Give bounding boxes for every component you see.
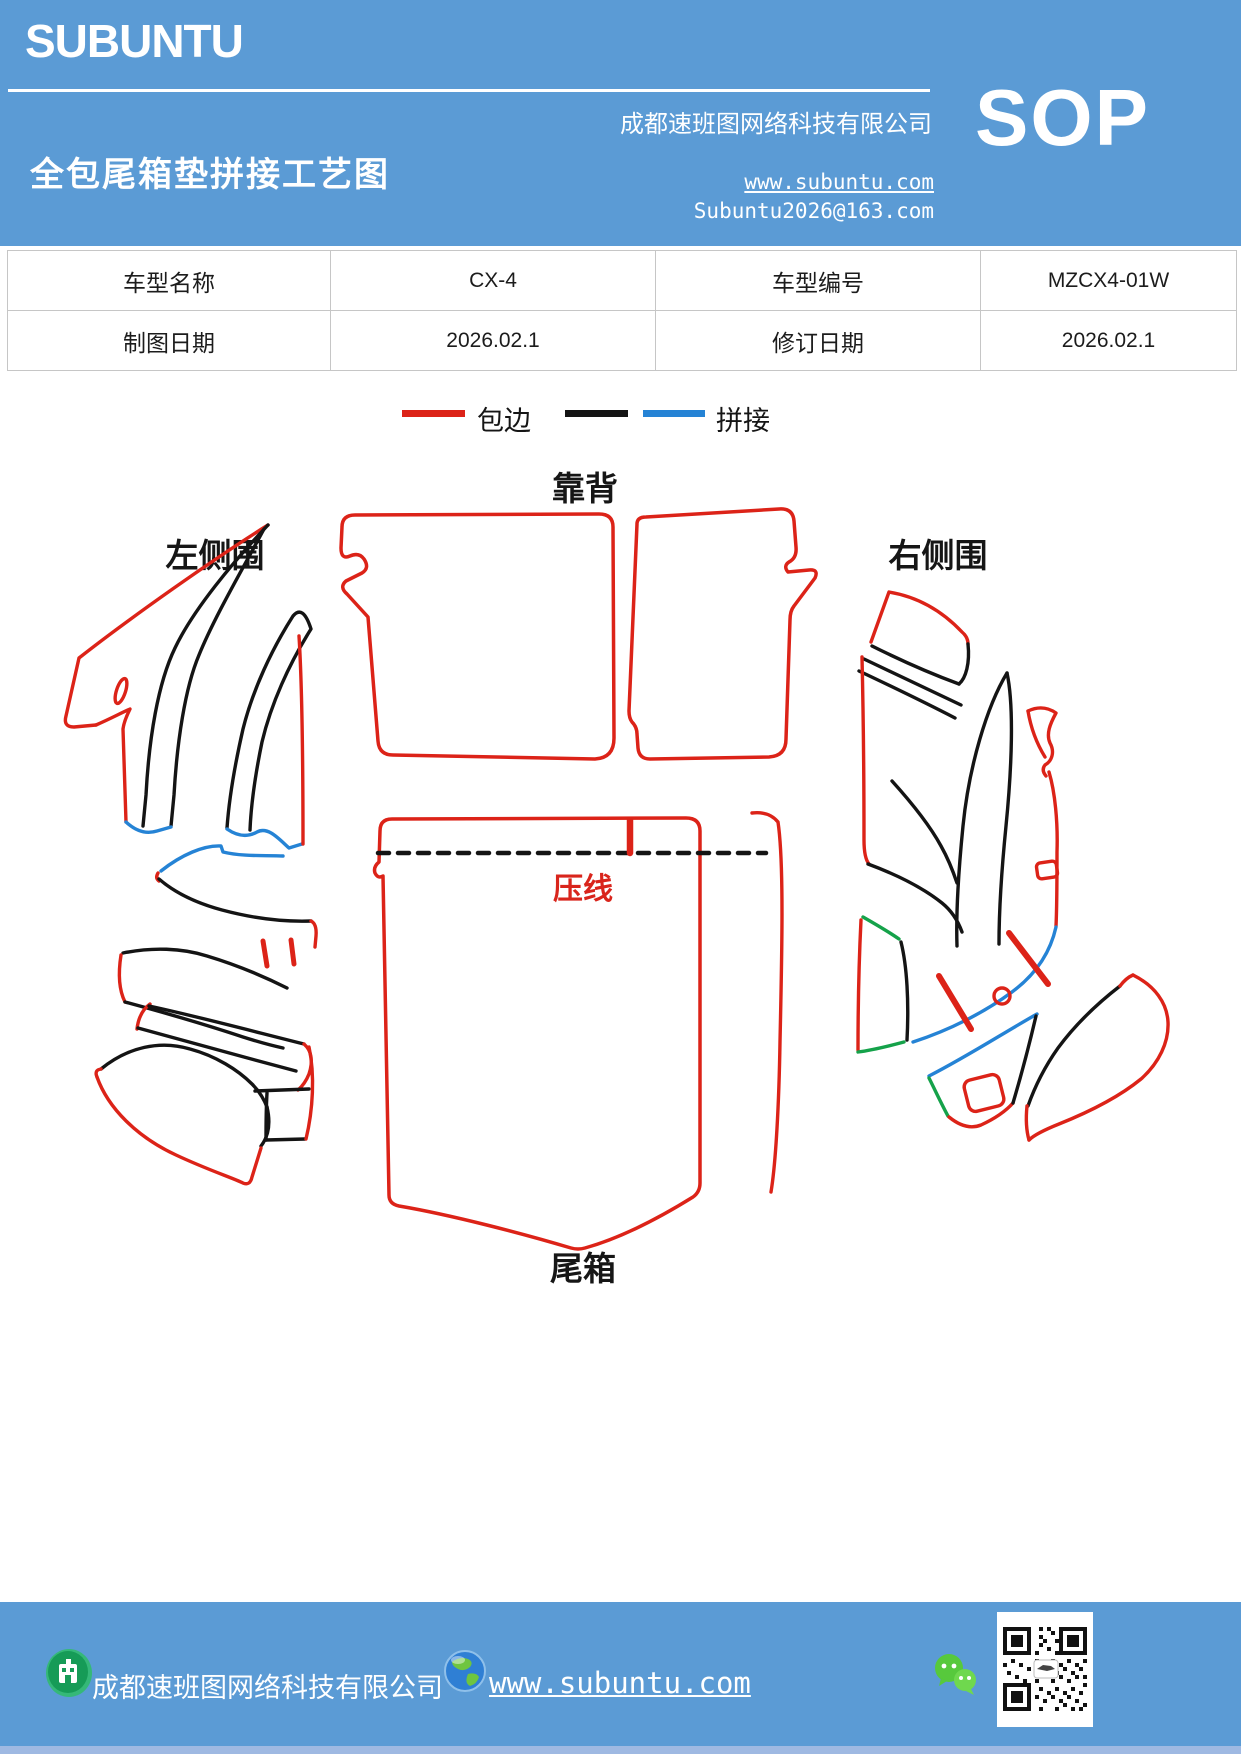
model-name-label: 车型名称 bbox=[7, 250, 331, 311]
trunk-label: 尾箱 bbox=[550, 1251, 616, 1288]
header-company-name: 成都速班图网络科技有限公司 bbox=[620, 112, 932, 138]
header-website-link[interactable]: www.subuntu.com bbox=[744, 170, 934, 194]
press-line-label: 压线 bbox=[553, 873, 613, 906]
footer-company-name: 成都速班图网络科技有限公司 bbox=[92, 1673, 443, 1703]
wechat-icon bbox=[935, 1654, 976, 1695]
right-side-label: 右侧围 bbox=[889, 538, 988, 575]
page-title: 全包尾箱垫拼接工艺图 bbox=[30, 157, 390, 194]
legend-stitch-label: 拼接 bbox=[716, 406, 770, 436]
trunk-piece bbox=[372, 816, 769, 1251]
table-row: 制图日期 2026.02.1 修订日期 2026.02.1 bbox=[7, 310, 1237, 371]
footer-bottom-strip bbox=[0, 1746, 1241, 1754]
company-building-icon bbox=[46, 1649, 92, 1697]
sop-badge: SOP bbox=[975, 73, 1150, 162]
header-banner: SUBUNTU 全包尾箱垫拼接工艺图 成都速班图网络科技有限公司 www.sub… bbox=[0, 0, 1241, 246]
left-side-pieces bbox=[63, 523, 318, 1186]
backrest-pieces bbox=[339, 507, 818, 761]
revise-date-value: 2026.02.1 bbox=[980, 310, 1237, 371]
brand-logo: SUBUNTU bbox=[25, 15, 244, 67]
vehicle-info-table: 车型名称 CX-4 车型编号 MZCX4-01W 制图日期 2026.02.1 … bbox=[7, 250, 1237, 371]
left-side-label: 左侧围 bbox=[166, 538, 265, 575]
qr-code bbox=[997, 1612, 1093, 1727]
globe-icon bbox=[444, 1650, 486, 1692]
header-email: Subuntu2026@163.com bbox=[693, 199, 934, 223]
right-side-pieces bbox=[750, 590, 1170, 1194]
draw-date-value: 2026.02.1 bbox=[330, 310, 656, 371]
revise-date-label: 修订日期 bbox=[655, 310, 981, 371]
footer-website-link[interactable]: www.subuntu.com bbox=[489, 1666, 751, 1700]
legend-stitch-swatch-blue bbox=[643, 410, 705, 417]
legend-binding-label: 包边 bbox=[477, 406, 531, 436]
model-code-value: MZCX4-01W bbox=[980, 250, 1237, 311]
model-name-value: CX-4 bbox=[330, 250, 656, 311]
model-code-label: 车型编号 bbox=[655, 250, 981, 311]
legend-binding-swatch bbox=[402, 410, 465, 417]
header-divider bbox=[8, 89, 930, 92]
draw-date-label: 制图日期 bbox=[7, 310, 331, 371]
backrest-label: 靠背 bbox=[552, 471, 618, 508]
legend-stitch-swatch-black bbox=[565, 410, 628, 417]
table-row: 车型名称 CX-4 车型编号 MZCX4-01W bbox=[7, 250, 1237, 311]
